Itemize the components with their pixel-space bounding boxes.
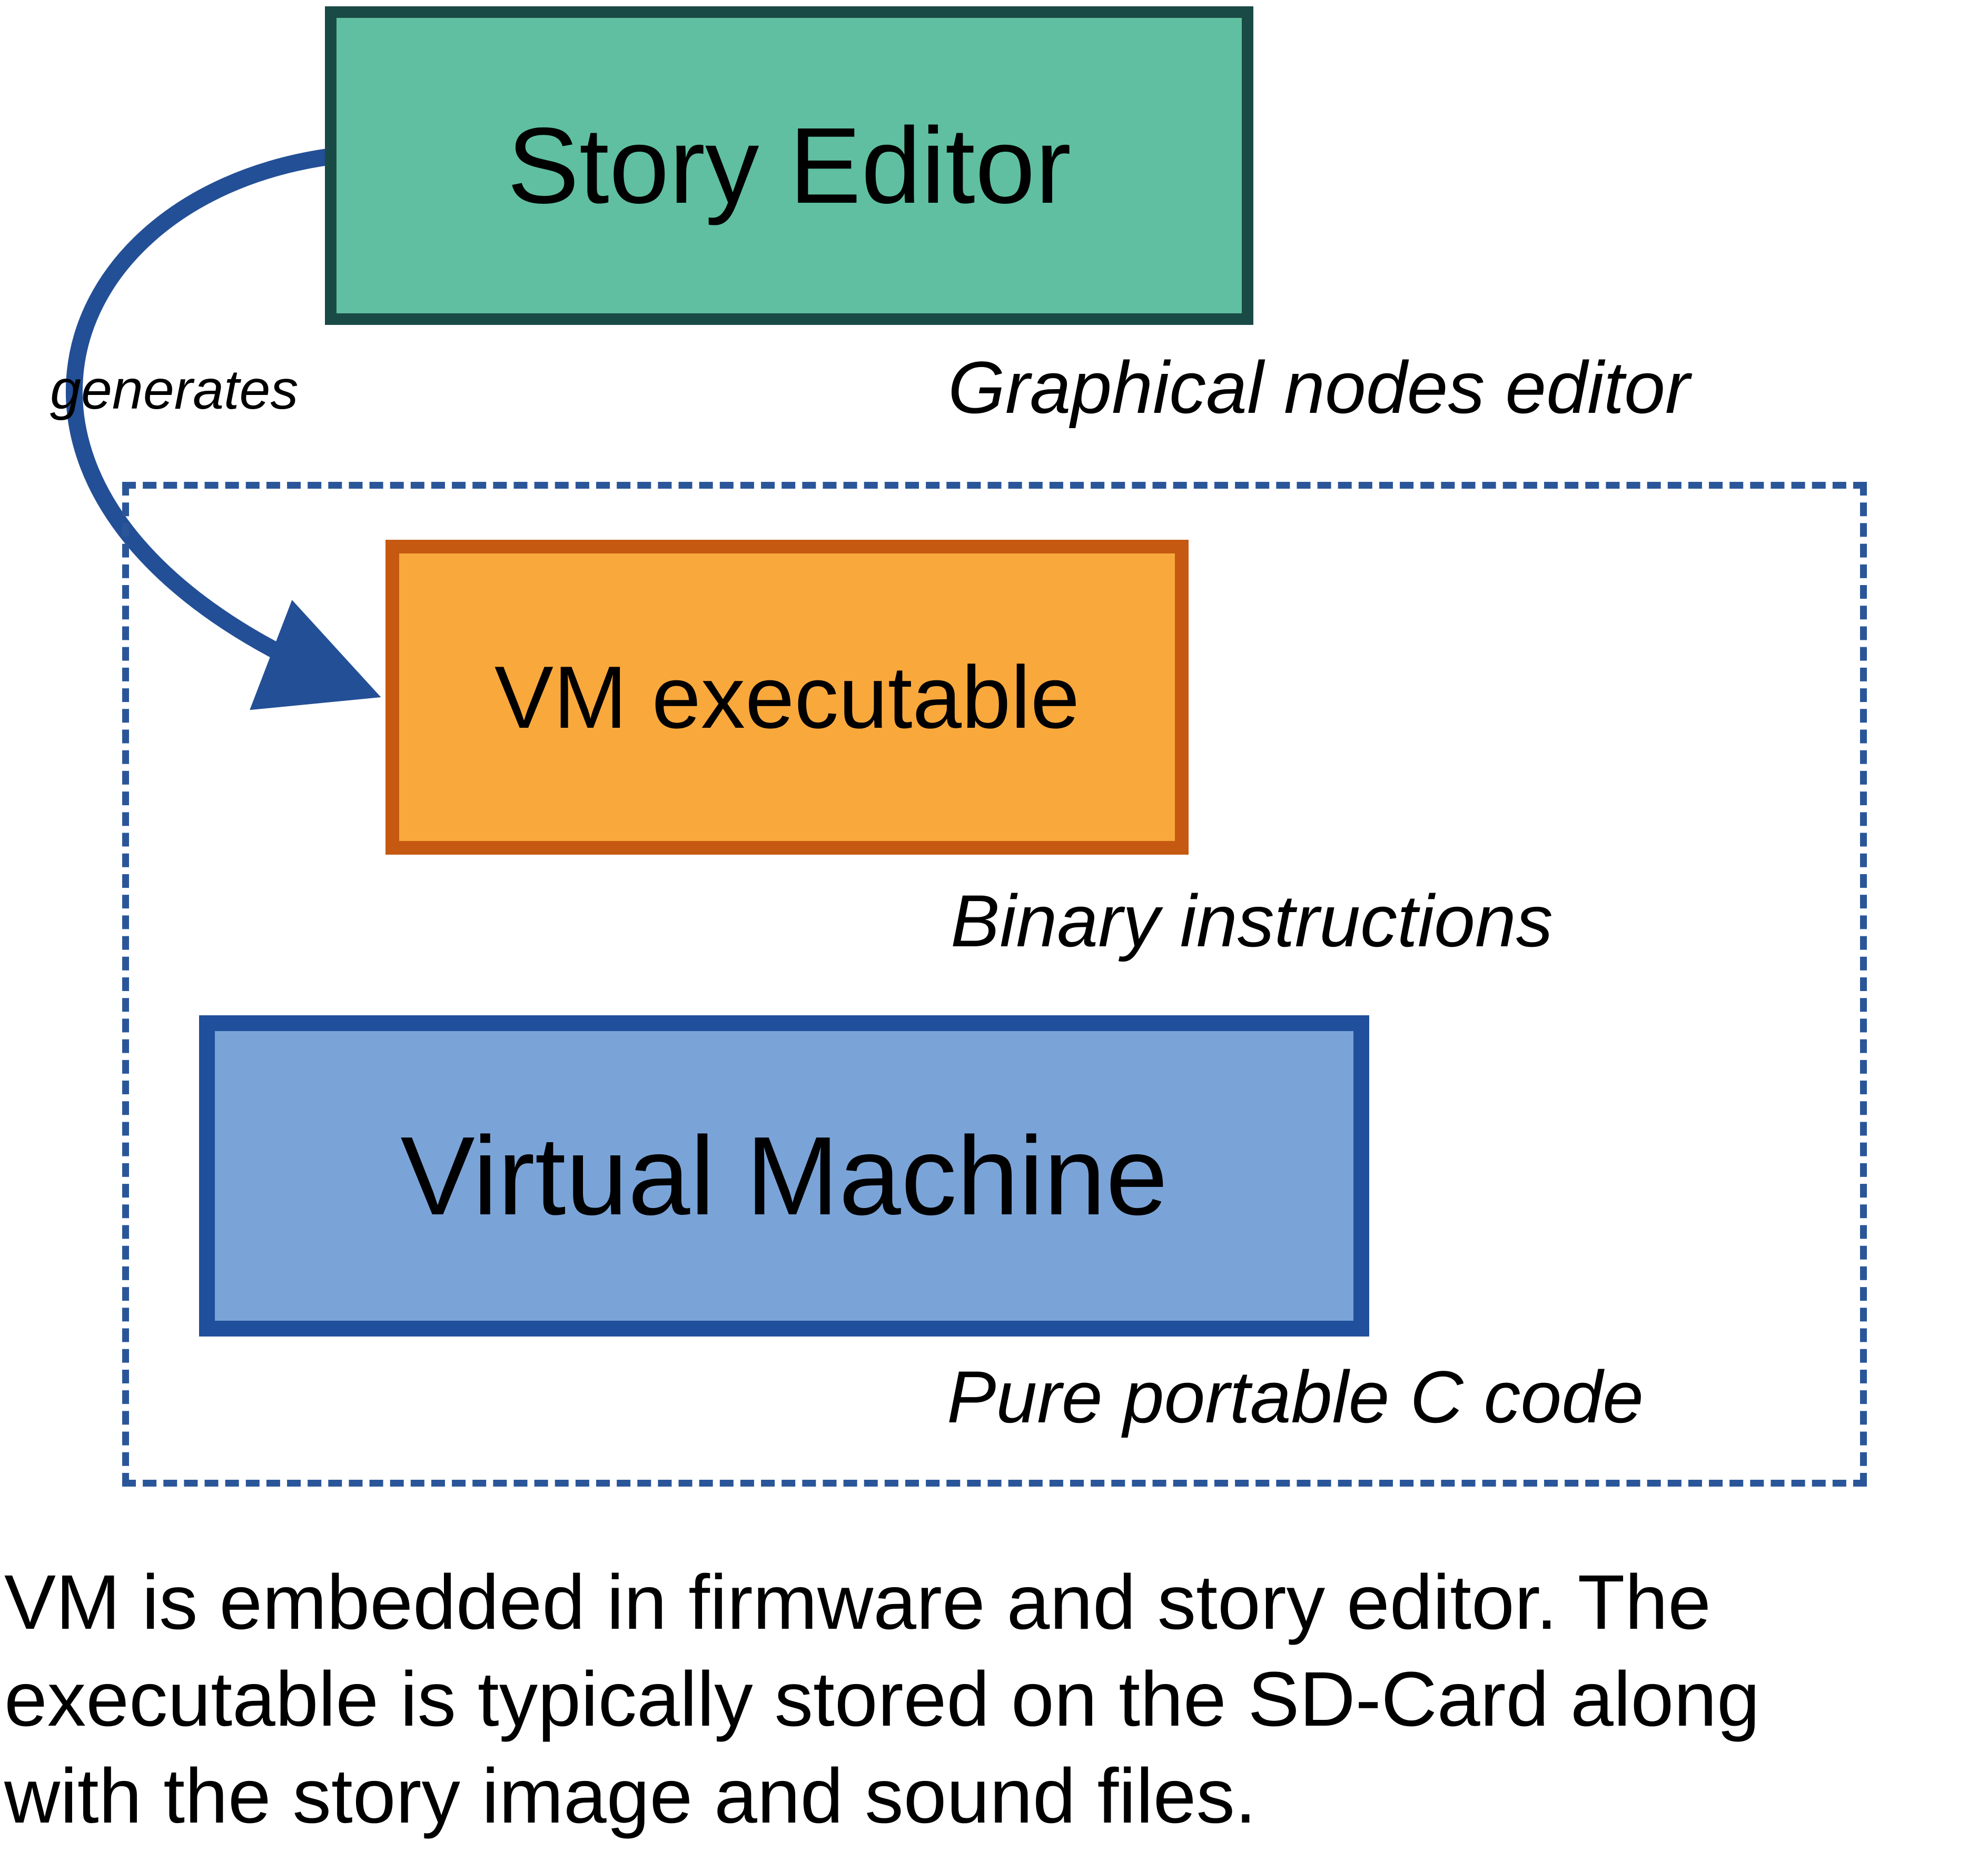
virtual-machine-box: Virtual Machine bbox=[199, 1015, 1369, 1337]
virtual-machine-label: Virtual Machine bbox=[400, 1113, 1168, 1238]
story-editor-box: Story Editor bbox=[325, 6, 1253, 325]
pure-portable-c-code-label: Pure portable C code bbox=[947, 1355, 1644, 1438]
generates-label: generates bbox=[50, 359, 299, 421]
story-editor-label: Story Editor bbox=[507, 105, 1071, 226]
binary-instructions-label: Binary instructions bbox=[951, 879, 1553, 962]
caption-line: VM is embedded in firmware and story edi… bbox=[4, 1559, 1711, 1646]
caption: VM is embedded in firmware and story edi… bbox=[4, 1555, 1985, 1845]
vm-executable-label: VM executable bbox=[494, 647, 1080, 747]
runtime-dashed-container bbox=[122, 482, 1867, 1487]
caption-line: with the story image and sound files. bbox=[4, 1753, 1257, 1839]
vm-executable-box: VM executable bbox=[385, 540, 1189, 855]
caption-line: executable is typically stored on the SD… bbox=[4, 1656, 1760, 1743]
graphical-nodes-editor-label: Graphical nodes editor bbox=[948, 346, 1690, 429]
